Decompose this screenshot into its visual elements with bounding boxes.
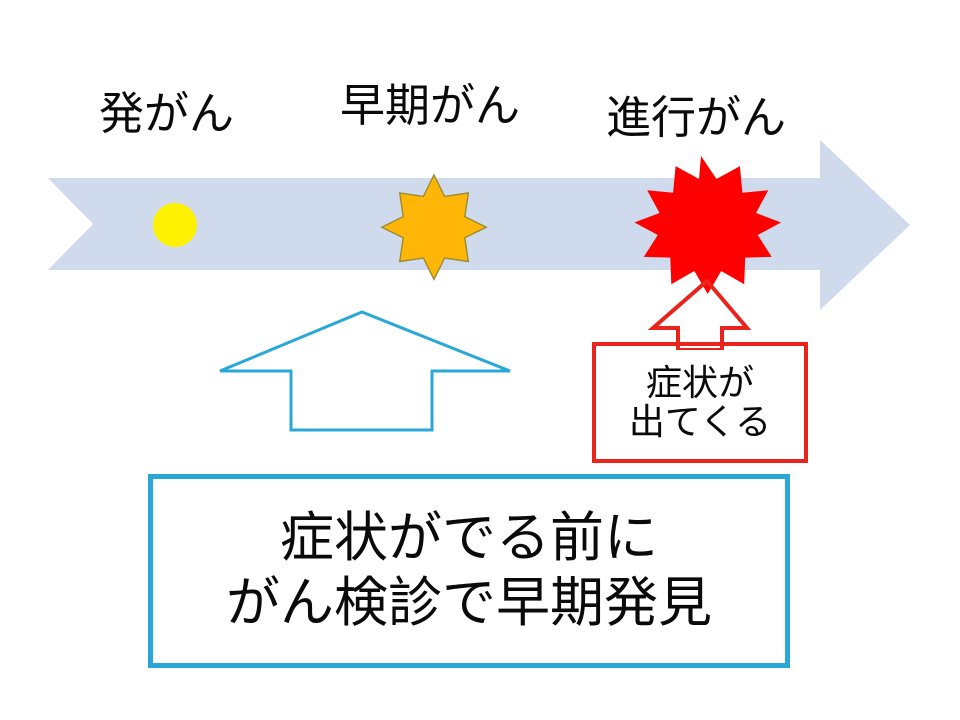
- stage-label-early: 早期がん: [340, 81, 521, 131]
- symptoms-up-arrow: [647, 278, 752, 350]
- stage-label-advanced: 進行がん: [606, 93, 787, 143]
- early-detection-callout: 症状がでる前に がん検診で早期発見: [148, 474, 790, 668]
- early-detection-line-2: がん検診で早期発見: [226, 573, 712, 633]
- marker-early-star: [380, 173, 488, 281]
- early-detection-up-arrow: [219, 310, 511, 432]
- symptoms-callout-line-2: 出てくる: [628, 401, 772, 442]
- marker-advanced-burst: [634, 156, 781, 294]
- early-detection-line-1: 症状がでる前に: [280, 508, 658, 569]
- stage-label-onset: 発がん: [99, 89, 235, 139]
- symptoms-appear-callout: 症状が 出てくる: [592, 342, 808, 463]
- marker-onset-circle: [153, 203, 197, 247]
- symptoms-callout-line-1: 症状が: [645, 362, 754, 403]
